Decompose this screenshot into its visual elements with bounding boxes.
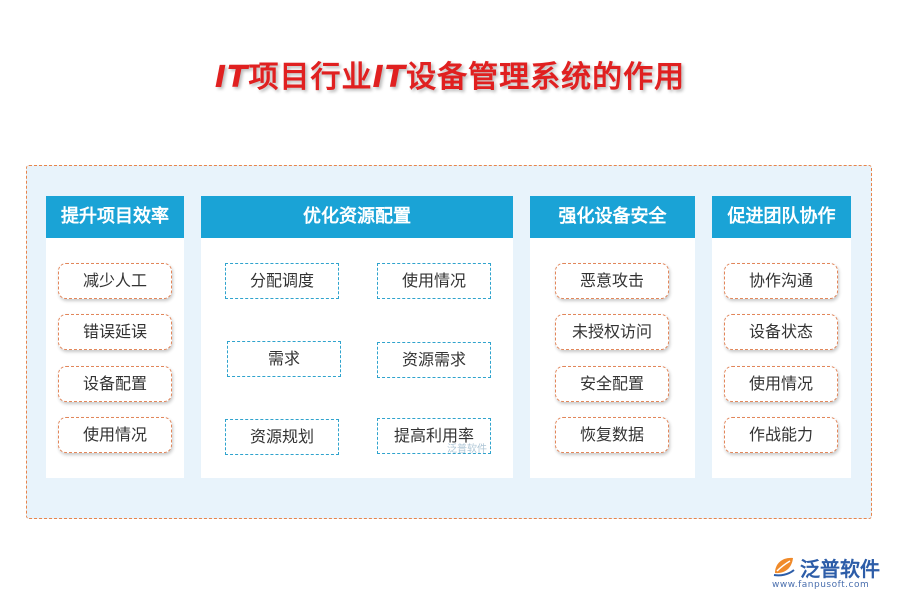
item-node: 作战能力: [724, 417, 838, 453]
item-node: 使用情况: [58, 417, 172, 453]
column-header: 优化资源配置: [201, 196, 513, 238]
title-prefix: IT: [214, 60, 249, 95]
item-node: 资源需求: [377, 342, 491, 378]
column-collaboration: 促进团队协作 协作沟通 设备状态 使用情况 作战能力: [712, 196, 851, 478]
item-node: 设备配置: [58, 366, 172, 402]
watermark: 泛普软件: [447, 444, 487, 455]
title-part2: 设备管理系统的作用: [406, 60, 686, 95]
item-node: 资源规划: [225, 419, 339, 455]
item-node: 恢复数据: [555, 417, 669, 453]
brand-url: www.fanpusoft.com: [772, 580, 870, 590]
item-node: 设备状态: [724, 314, 838, 350]
column-efficiency: 提升项目效率 减少人工 错误延误 设备配置 使用情况: [46, 196, 184, 478]
column-security: 强化设备安全 恶意攻击 未授权访问 安全配置 恢复数据: [530, 196, 695, 478]
item-node: 错误延误: [58, 314, 172, 350]
page-title: IT项目行业IT设备管理系统的作用: [0, 52, 900, 96]
column-resources: 优化资源配置 分配调度 使用情况 需求 资源需求 资源规划 提高利用率: [201, 196, 513, 478]
item-node: 协作沟通: [724, 263, 838, 299]
item-node: 分配调度: [225, 263, 339, 299]
brand-name: 泛普软件: [800, 557, 880, 581]
item-node: 减少人工: [58, 263, 172, 299]
column-header: 强化设备安全: [530, 196, 695, 238]
column-header: 提升项目效率: [46, 196, 184, 238]
item-node: 安全配置: [555, 366, 669, 402]
title-part1: 项目行业: [248, 60, 373, 95]
item-node: 恶意攻击: [555, 263, 669, 299]
brand-logo: 泛普软件: [772, 553, 892, 581]
leaf-icon: [773, 557, 795, 577]
item-node: 未授权访问: [555, 314, 669, 350]
item-node: 使用情况: [377, 263, 491, 299]
item-node: 需求: [227, 341, 341, 377]
item-node: 提高利用率: [377, 418, 491, 454]
item-node: 使用情况: [724, 366, 838, 402]
column-header: 促进团队协作: [712, 196, 851, 238]
title-mid: IT: [372, 60, 407, 95]
